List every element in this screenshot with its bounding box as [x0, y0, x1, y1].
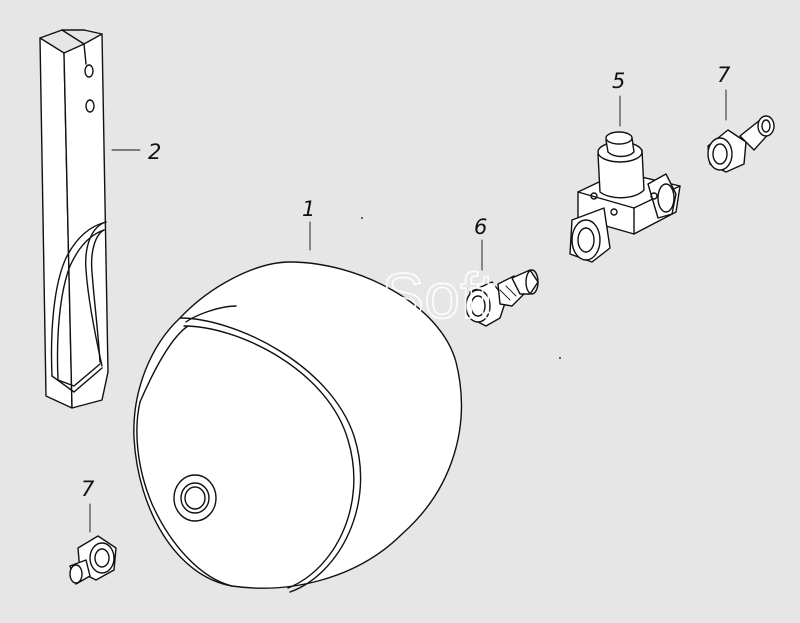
callout-number: 7 [717, 63, 731, 87]
callout-2: 2 [111, 140, 161, 164]
bracket-hole-lower [85, 99, 95, 113]
air-tank [133, 261, 463, 593]
elbow-fitting-bottom-left [69, 535, 117, 585]
stray-dot [361, 217, 363, 219]
mounting-bracket [39, 29, 109, 409]
valve [569, 131, 681, 263]
callout-number: 6 [474, 215, 487, 239]
connector [465, 269, 539, 327]
callout-number: 1 [302, 197, 315, 221]
callout-7-bottom: 7 [81, 477, 95, 533]
callout-number: 7 [81, 477, 95, 501]
elbow-fitting-top-right [707, 115, 775, 173]
bracket-hole-upper [84, 64, 94, 78]
callout-1: 1 [302, 197, 315, 251]
callout-6: 6 [474, 215, 487, 271]
callout-number: 2 [148, 140, 161, 164]
callout-number: 5 [612, 69, 625, 93]
watermark-left: AutoSoft [250, 260, 496, 332]
callout-7-top: 7 [717, 63, 731, 121]
tank-port [173, 474, 217, 522]
callout-5: 5 [612, 69, 625, 127]
stray-dot [559, 357, 561, 359]
